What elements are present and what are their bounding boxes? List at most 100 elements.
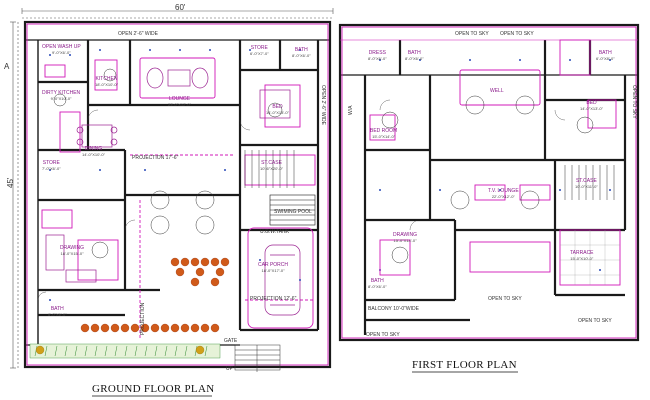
stair-dim: 10'-6"X20'-0" (260, 166, 284, 171)
first-open-top-right: OPEN TO SKY (500, 31, 534, 37)
terrace-dim: 15'-0"X10'-0" (570, 256, 594, 261)
swimming-pool-label: SWIMING POOL (274, 209, 312, 215)
well-name: WELL (490, 88, 504, 94)
dirty-kitchen-name: DIRTY KITCHEN (42, 90, 81, 96)
stair-name: ST.CASE (261, 160, 282, 166)
dimension-lines (10, 8, 334, 369)
dress-dim: 8'-0"X6'-0" (368, 56, 387, 61)
side-depth-dimension: 45' (6, 177, 15, 188)
kitchen-name: KITCHEN (95, 76, 118, 82)
wash-up-dim: 9'-0"X6'-0" (52, 50, 71, 55)
electrical-points (49, 49, 611, 301)
garden-planters (80, 257, 230, 333)
first-floor-title: FIRST FLOOR PLAN (412, 359, 517, 371)
dining-dim: 14'-0"X10'-0" (82, 152, 106, 157)
bath-top-name: BATH (294, 47, 308, 53)
terrace-name: TARRACE (570, 250, 594, 256)
ground-ceiling-fans (53, 68, 283, 259)
bed-name: BED (272, 104, 283, 110)
terrace-grid (560, 230, 620, 285)
car-porch-name: CAR PORCH (258, 262, 289, 268)
entrance-steps (234, 344, 281, 372)
bed-left-dim: 15'-0"X14'-0" (372, 134, 396, 139)
bath2-name: BATH (598, 50, 612, 56)
tv-lounge-dim: 22'-0"X12'-0" (491, 194, 515, 199)
kitchen-dim: 18'-0"X10'-0" (95, 82, 119, 87)
store-name: STORE (250, 45, 268, 51)
top-width-dimension: 60' (175, 3, 186, 12)
dress-name: DRESS (368, 50, 386, 56)
projection-left-label: PROJECTION (140, 302, 146, 335)
bed-right-name: BED (586, 100, 597, 106)
lounge-dim: 23'-0"X12'-0" (168, 102, 192, 107)
swimming-pool (269, 194, 316, 226)
store2-name: STORE (42, 160, 60, 166)
up-label: UP (226, 366, 233, 372)
dining-name: DINING (84, 146, 103, 152)
wash-up-name: OPEN WASH UP (42, 44, 81, 50)
bath3-name: BATH (370, 278, 384, 284)
ground-open-side-label: OPEN 2'-6" WIDE (320, 85, 326, 125)
car-porch-dim: 18'-0"X17'-0" (261, 268, 285, 273)
first-open-bottom-right: OPEN TO SKY (578, 318, 612, 324)
drawing-dim: 18'-0"X15'-0" (60, 251, 84, 256)
first-open-right: OPEN TO SKY (631, 85, 637, 119)
projection-bottom-label: PROJECTION 12'-6" (250, 296, 297, 302)
drawing-first-name: DRAWING (393, 232, 417, 238)
bath3-dim: 8'-0"X6'-0" (368, 284, 387, 289)
ugw-tank-label: U.G.W.TANK (260, 229, 290, 235)
balcony-label: BALCONY 10'-0"WIDE (368, 306, 419, 312)
bath2-dim: 6'-0"X8'-0" (596, 56, 615, 61)
bath1-dim: 8'-0"X6'-0" (405, 56, 424, 61)
ground-open-top-label: OPEN 2'-6" WIDE (118, 31, 158, 37)
drawing-name: DRAWING (60, 245, 84, 251)
drawing-first-dim: 15'-0"X14'-0" (393, 238, 417, 243)
first-open-mid: OPEN TO SKY (488, 296, 522, 302)
ground-floor-title: GROUND FLOOR PLAN (92, 383, 215, 395)
bed-dim: 14'-0"X13'-0" (266, 110, 290, 115)
bath-bottom-dim: 8'-0"X6'-0" (48, 312, 67, 317)
store2-dim: 7'-0"X6'-0" (42, 166, 61, 171)
ground-stairs (244, 150, 295, 188)
store-dim: 6'-0"X7'-0" (250, 51, 269, 56)
stair-first-name: ST.CASE (575, 178, 597, 184)
first-floor-fans (381, 95, 594, 264)
wa-label: W/A (348, 105, 354, 115)
lounge-name: LOUNGE (168, 96, 191, 102)
well-label: WELL (490, 88, 504, 94)
bed-right-dim: 14'-0"X13'-0" (580, 106, 604, 111)
first-floor-stairs (564, 165, 615, 200)
bed-left-name: BED ROOM (370, 128, 398, 134)
grass-strip (29, 343, 221, 359)
gate-label: GATE (224, 338, 238, 344)
dirty-kitchen-dim: 9'-0"X10'-0" (50, 96, 72, 101)
projection-mid-label: PROJECTION 17'-6" (132, 155, 179, 161)
bath-bottom-name: BATH (50, 306, 64, 312)
north-mark: A (4, 62, 10, 71)
first-open-bottom-left: OPEN TO SKY (366, 332, 400, 338)
tv-lounge-name: T.V. LOUNGE (488, 188, 519, 194)
bath-top-dim: 8'-0"X6'-0" (292, 53, 311, 58)
first-open-top-left: OPEN TO SKY (455, 31, 489, 37)
